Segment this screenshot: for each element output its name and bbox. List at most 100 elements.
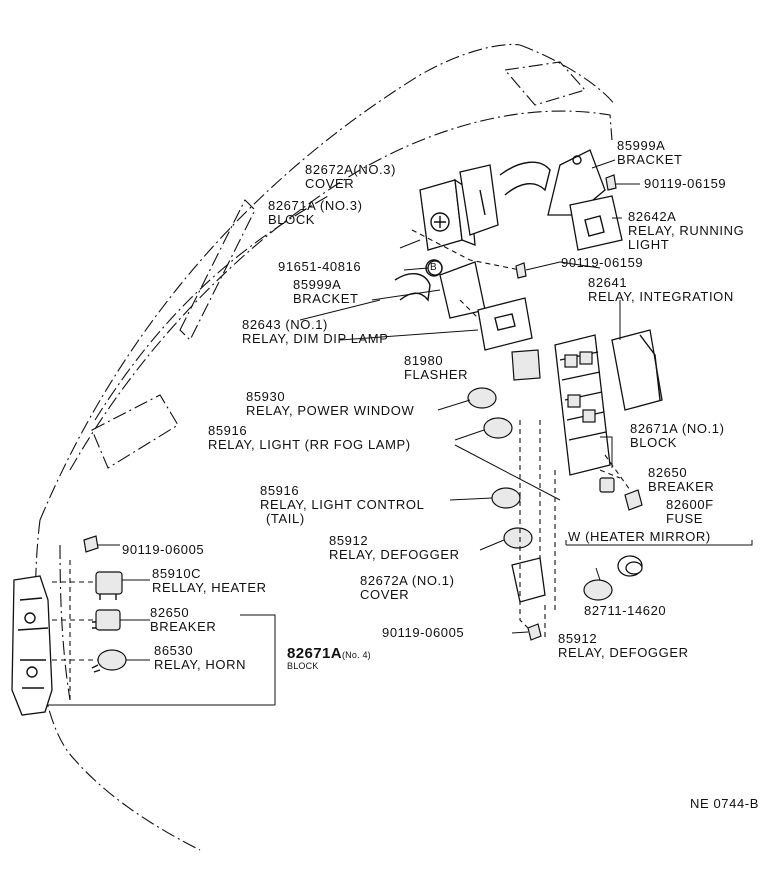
drawing-number: NE 0744-B (690, 797, 759, 811)
part-name: BLOCK (287, 661, 319, 671)
label-82671a-block-no1: 82671A (NO.1) BLOCK (630, 422, 725, 450)
part-name: RELAY, LIGHT (RR FOG LAMP) (208, 437, 411, 452)
part-name-line2: (TAIL) (266, 511, 305, 526)
cover-no3 (459, 164, 499, 236)
label-82672a-cover-no1: 82672A (NO.1) COVER (360, 574, 455, 602)
label-85916-light-control: 85916 RELAY, LIGHT CONTROL (TAIL) (260, 484, 424, 526)
part-name-line2: LIGHT (628, 237, 670, 252)
part-name: RELAY, DEFOGGER (329, 547, 460, 562)
part-number: 90119-06159 (561, 255, 644, 270)
label-82711-14620: 82711-14620 (584, 604, 666, 618)
part-name: RELAY, DEFOGGER (558, 645, 689, 660)
relay-horn (91, 649, 127, 673)
part-name: BRACKET (293, 291, 359, 306)
part-name: RELAY, RUNNING (628, 223, 745, 238)
part-number: 82600F (666, 497, 714, 512)
label-90119-06159-top: 90119-06159 (644, 177, 726, 191)
part-name: RELAY, LIGHT CONTROL (260, 497, 425, 512)
cover-no1 (511, 557, 546, 603)
label-82672a-cover-no3: 82672A(NO.3) COVER (305, 163, 396, 191)
label-81980-flasher: 81980 FLASHER (404, 354, 468, 382)
part-name: BLOCK (630, 435, 678, 450)
part-name: RELAY, POWER WINDOW (246, 403, 415, 418)
part-name: RELLAY, HEATER (152, 580, 267, 595)
breaker-right (599, 477, 615, 493)
part-number: 82671A (NO.3) (268, 198, 363, 213)
part-name: BRACKET (617, 152, 683, 167)
bolt-90119-06159-mid (515, 261, 561, 279)
label-85999a-bracket-top: 85999A BRACKET (617, 139, 683, 167)
left-bracket (11, 575, 53, 716)
flasher (511, 349, 541, 381)
block-no1 (554, 334, 611, 476)
label-82600f-fuse: 82600F FUSE (666, 498, 714, 526)
part-number: 82643 (NO.1) (242, 317, 328, 332)
part-number: 82672A(NO.3) (305, 162, 397, 177)
part-suffix: (No. 4) (341, 650, 371, 660)
part-number: 82641 (588, 275, 628, 290)
callout-circle-b (425, 259, 443, 277)
part-number: 82711-14620 (584, 603, 667, 618)
harness-routing (411, 229, 631, 640)
part-number: 82650 (150, 605, 190, 620)
label-82671a-block-no3: 82671A (NO.3) BLOCK (268, 199, 363, 227)
window-opening (91, 199, 256, 469)
label-82650-breaker-right: 82650 BREAKER (648, 466, 714, 494)
part-number: 91651-40816 (278, 259, 362, 274)
drawing-id: NE 0744-B (690, 796, 759, 811)
part-name: RELAY, HORN (154, 657, 247, 672)
group-label: W (HEATER MIRROR) (568, 529, 711, 544)
label-90119-06005-left: 90119-06005 (122, 543, 204, 557)
part-name: BREAKER (648, 479, 715, 494)
label-86530-horn: 86530 RELAY, HORN (154, 644, 246, 672)
breaker-left (92, 609, 121, 631)
label-82642a-running-light: 82642A RELAY, RUNNING LIGHT (628, 210, 744, 252)
leader-lines (299, 159, 622, 634)
label-85912-defogger-w: 85912 RELAY, DEFOGGER (558, 632, 689, 660)
part-number: 85930 (246, 389, 286, 404)
relay-light-control (491, 487, 521, 509)
relay-rr-fog-lamp (483, 417, 513, 439)
part-number: 85999A (293, 277, 342, 292)
relay-dim-dip-lamp (477, 297, 533, 351)
part-name: RELAY, INTEGRATION (588, 289, 734, 304)
part-number: 82650 (648, 465, 688, 480)
label-90119-06005-center: 90119-06005 (382, 626, 464, 640)
part-number: 90119-06005 (122, 542, 205, 557)
callout-letter: B (430, 262, 438, 273)
part-number: 90119-06005 (382, 625, 465, 640)
leader-lines-left (52, 560, 276, 705)
label-82641-integration: 82641 RELAY, INTEGRATION (588, 276, 734, 304)
relay-defogger-a (503, 527, 533, 549)
fuse-82600f (624, 489, 643, 511)
part-number: 90119-06159 (644, 176, 727, 191)
label-82671a-block-no4: 82671A(No. 4) BLOCK (287, 646, 371, 671)
part-number: 82672A (NO.1) (360, 573, 455, 588)
bolt-90119-06005-left (83, 535, 120, 553)
part-name: FUSE (666, 511, 704, 526)
part-name: COVER (360, 587, 410, 602)
label-85999a-bracket-mid: 85999A BRACKET (293, 278, 359, 306)
part-number: 85916 (208, 423, 248, 438)
label-w-heater-mirror: W (HEATER MIRROR) (568, 530, 711, 544)
part-name: BREAKER (150, 619, 217, 634)
relay-integration (611, 300, 663, 411)
callout-b: B (430, 262, 437, 274)
label-90119-06159-mid: 90119-06159 (561, 256, 643, 270)
relay-power-window (467, 387, 497, 409)
part-name: COVER (305, 176, 355, 191)
bolt-90119-06005-center (527, 623, 542, 641)
part-number: 81980 (404, 353, 444, 368)
part-number: 82642A (628, 209, 677, 224)
label-85912-defogger: 85912 RELAY, DEFOGGER (329, 534, 460, 562)
dashboard-outline (35, 43, 616, 851)
part-number: 85999A (617, 138, 666, 153)
part-number: 82671A (NO.1) (630, 421, 725, 436)
part-name: FLASHER (404, 367, 469, 382)
label-82650-breaker-left: 82650 BREAKER (150, 606, 216, 634)
relay-heater (95, 571, 123, 600)
part-number: 85916 (260, 483, 300, 498)
part-name: BLOCK (268, 212, 316, 227)
heater-mirror-group (565, 540, 753, 601)
